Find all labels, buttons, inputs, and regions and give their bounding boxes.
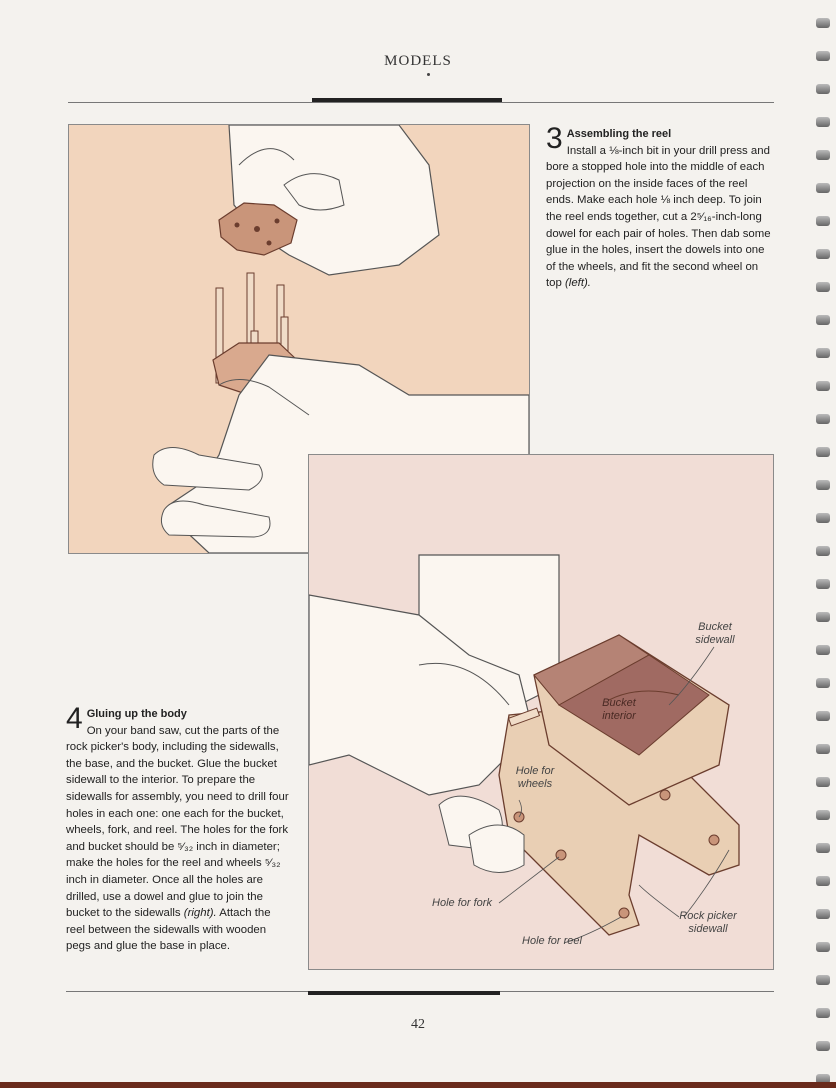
spiral-coil (816, 678, 830, 688)
spiral-coil (816, 843, 830, 853)
spiral-coil (816, 117, 830, 127)
spiral-coil (816, 513, 830, 523)
spiral-coil (816, 810, 830, 820)
running-header: MODELS (384, 53, 452, 69)
spiral-coil (816, 612, 830, 622)
spiral-coil (816, 579, 830, 589)
step-4-title: Gluing up the body (86, 708, 187, 720)
step-3-title: Assembling the reel (566, 128, 672, 140)
top-rule (68, 102, 774, 103)
step-3-body: Install a ⅛-inch bit in your drill press… (546, 144, 771, 290)
spiral-coil (816, 18, 830, 28)
header-bullet (427, 73, 430, 76)
spiral-coil (816, 282, 830, 292)
spiral-coil (816, 711, 830, 721)
spiral-coil (816, 876, 830, 886)
hands-gluing-body-drawing (309, 455, 773, 969)
spiral-coil (816, 183, 830, 193)
page-bottom-edge (0, 1082, 836, 1088)
spiral-coil (816, 546, 830, 556)
spiral-coil (816, 1074, 830, 1084)
spiral-coil (816, 942, 830, 952)
spiral-coil (816, 249, 830, 259)
step-4-block: 4 Gluing up the body On your band saw, c… (66, 702, 290, 955)
spiral-coil (816, 744, 830, 754)
step-3-block: 3 Assembling the reel Install a ⅛-inch b… (546, 122, 772, 292)
spiral-coil (816, 975, 830, 985)
spiral-coil (816, 315, 830, 325)
spiral-coil (816, 909, 830, 919)
step-4-number: 4 (66, 702, 83, 735)
spiral-coil (816, 1041, 830, 1051)
bottom-rule-accent (308, 991, 500, 995)
spiral-coil (816, 51, 830, 61)
spiral-coil (816, 348, 830, 358)
step-3-number: 3 (546, 122, 563, 155)
spiral-coil (816, 1008, 830, 1018)
spiral-coil (816, 480, 830, 490)
spiral-binding (810, 0, 836, 1088)
top-rule-accent (312, 98, 502, 102)
step-4-figure-ref: (right). (183, 907, 217, 920)
body-gluing-illustration (308, 454, 774, 970)
callout-hole-for-reel: Hole for reel (522, 935, 582, 947)
step-4-body-end: Attach the reel between the sidewalls wi… (66, 907, 271, 953)
step-3-figure-ref: (left). (565, 277, 591, 290)
spiral-coil (816, 381, 830, 391)
spiral-coil (816, 645, 830, 655)
step-4-body: On your band saw, cut the parts of the r… (66, 724, 289, 920)
spiral-coil (816, 216, 830, 226)
spiral-coil (816, 777, 830, 787)
callout-hole-for-fork: Hole for fork (432, 897, 492, 909)
page-number: 42 (411, 1017, 425, 1032)
spiral-coil (816, 84, 830, 94)
spiral-coil (816, 150, 830, 160)
spiral-coil (816, 447, 830, 457)
spiral-coil (816, 414, 830, 424)
